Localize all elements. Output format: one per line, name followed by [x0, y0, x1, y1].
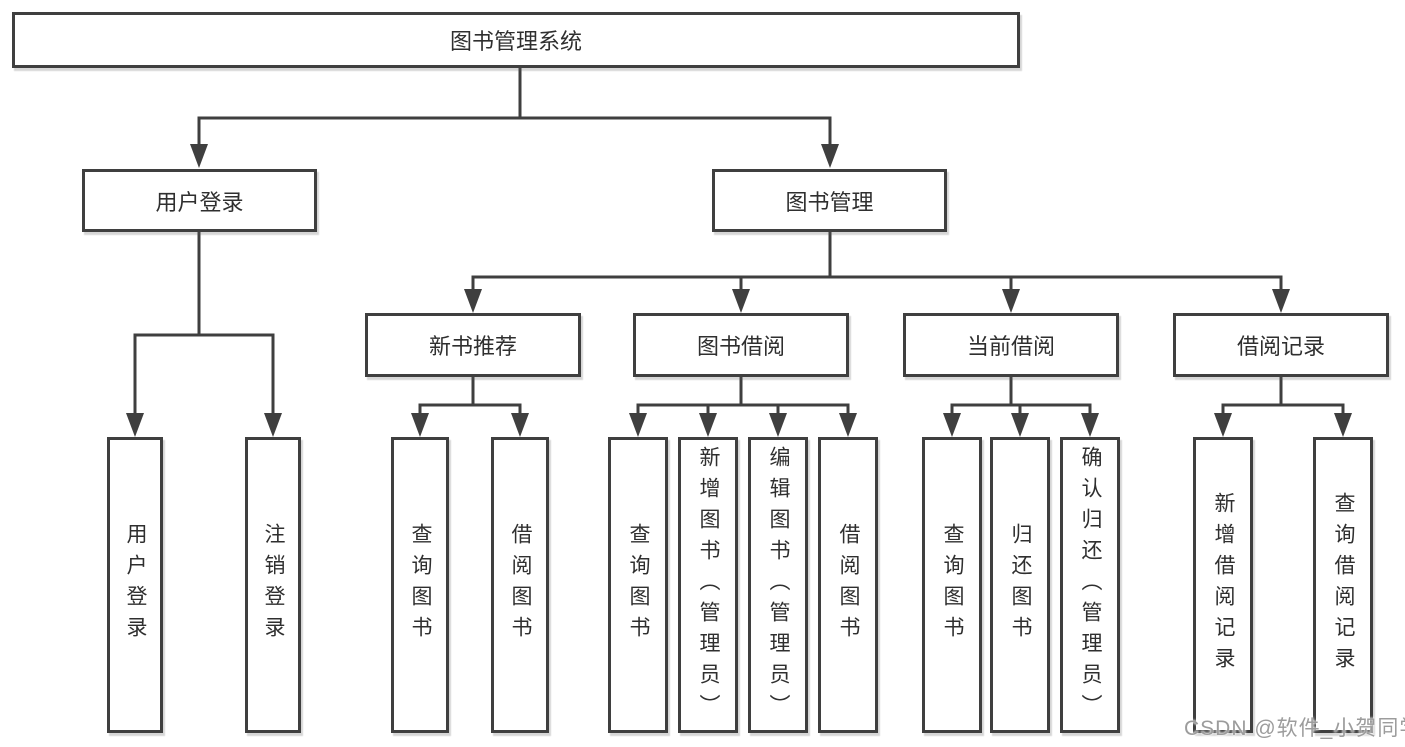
leaf-user-login: 用户登录 [107, 437, 163, 733]
leaf-borrow-books-recommend: 借阅图书 [491, 437, 549, 733]
leaf-add-book-admin: 新增图书（管理员） [678, 437, 738, 733]
node-system-root: 图书管理系统 [12, 12, 1020, 68]
leaf-confirm-return-admin: 确认归还（管理员） [1060, 437, 1120, 733]
leaf-query-books-recommend: 查询图书 [391, 437, 449, 733]
leaf-add-borrow-record: 新增借阅记录 [1193, 437, 1253, 733]
node-user-login: 用户登录 [82, 169, 317, 232]
leaf-borrow-books: 借阅图书 [818, 437, 878, 733]
leaf-query-books-borrow: 查询图书 [608, 437, 668, 733]
node-book-borrow: 图书借阅 [633, 313, 849, 377]
leaf-logout: 注销登录 [245, 437, 301, 733]
leaf-query-borrow-record: 查询借阅记录 [1313, 437, 1373, 733]
leaf-query-books-current: 查询图书 [922, 437, 982, 733]
node-current-borrow: 当前借阅 [903, 313, 1119, 377]
node-new-book-recommend: 新书推荐 [365, 313, 581, 377]
node-borrow-records: 借阅记录 [1173, 313, 1389, 377]
node-book-management: 图书管理 [712, 169, 947, 232]
watermark: CSDN @软件_小贺同学 [1184, 717, 1405, 740]
leaf-edit-book-admin: 编辑图书（管理员） [748, 437, 808, 733]
leaf-return-book: 归还图书 [990, 437, 1050, 733]
